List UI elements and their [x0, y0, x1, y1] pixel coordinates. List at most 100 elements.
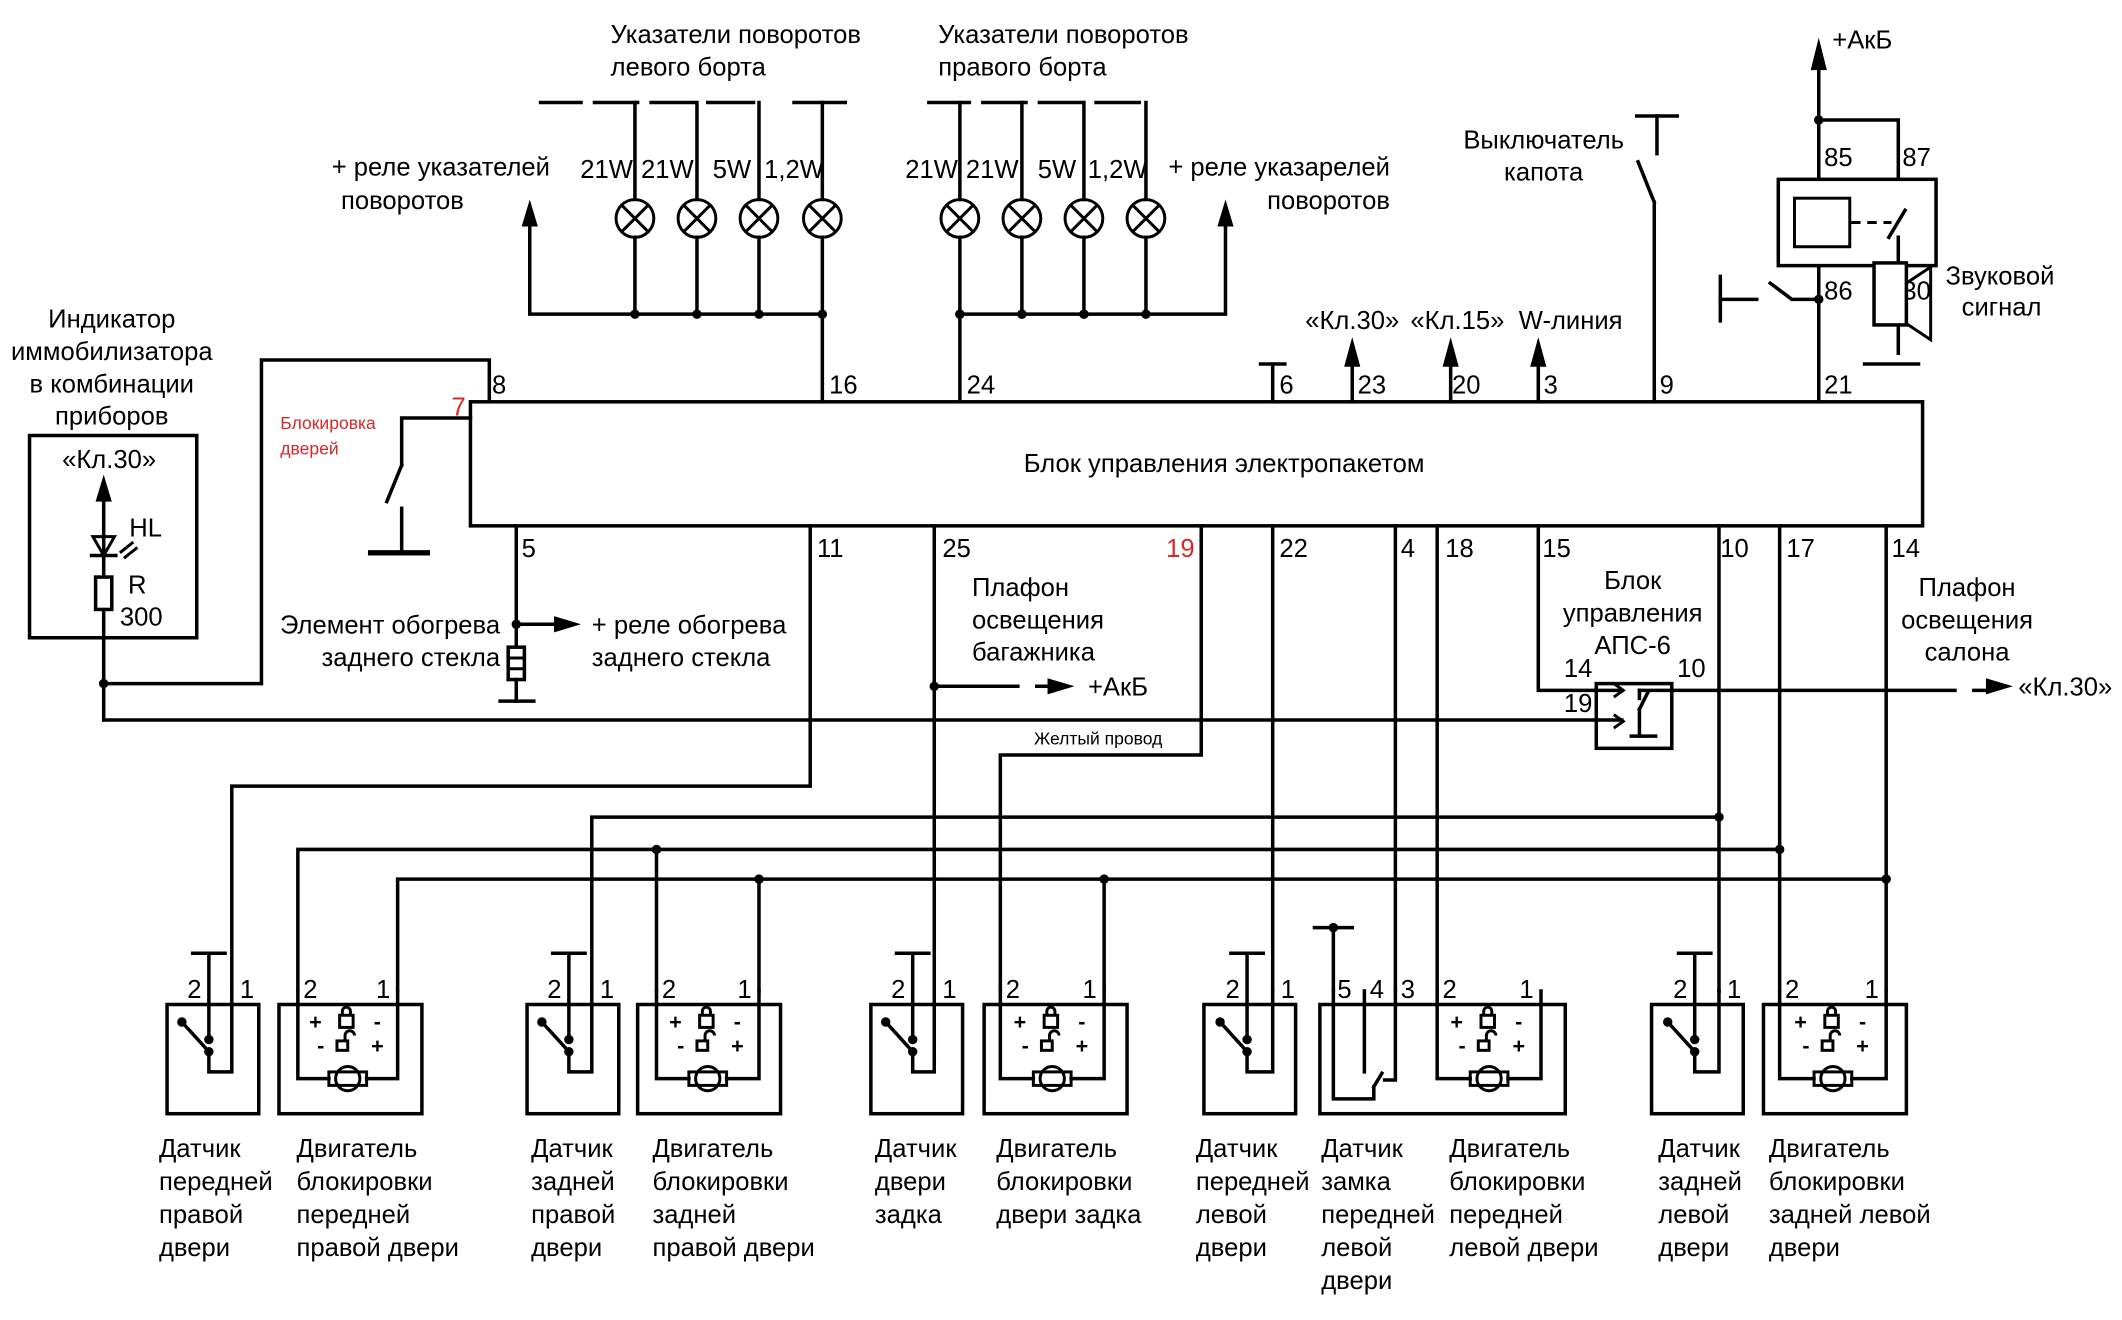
- device-label: блокировки: [297, 1168, 433, 1196]
- main-control-unit: [468, 400, 1925, 528]
- aps6-label: Блок: [1604, 567, 1662, 595]
- device-label: двери задка: [996, 1201, 1142, 1229]
- device-label: левой двери: [1449, 1234, 1598, 1262]
- device-label: блокировки: [1449, 1168, 1585, 1196]
- motor-icon: [334, 1065, 362, 1093]
- pin-24: 24: [967, 372, 996, 400]
- polarity-sign: -: [1515, 1009, 1522, 1034]
- right-relay-label-2: поворотов: [1267, 187, 1390, 215]
- immo-label-4: приборов: [55, 403, 168, 431]
- pin-11: 11: [817, 535, 844, 563]
- arrow-up-icon: [521, 199, 538, 227]
- device-label: Датчик: [531, 1135, 613, 1163]
- aps6-pin-10: 10: [1677, 655, 1705, 683]
- device-label: замка: [1321, 1168, 1391, 1196]
- horn-icon: [1872, 261, 1909, 327]
- resistor-icon: [93, 575, 114, 612]
- kl15-label: «Кл.15»: [1410, 307, 1504, 335]
- device-pin: 2: [662, 976, 676, 1004]
- trunk-lamp: Плафон освещения багажника +АкБ Желтый п…: [929, 574, 1162, 748]
- arrow-up-icon: [95, 474, 112, 502]
- device-pin: 4: [1370, 976, 1384, 1004]
- device-label: двери: [1769, 1234, 1840, 1262]
- device-label: правой двери: [297, 1234, 459, 1262]
- left-turn-title-2: левого борта: [611, 54, 767, 82]
- device-pin: 1: [1727, 976, 1741, 1004]
- device-label: блокировки: [1769, 1168, 1905, 1196]
- device-label: передней: [1196, 1168, 1310, 1196]
- device-pin: 1: [240, 976, 254, 1004]
- lamp-icon: [1063, 198, 1105, 239]
- device-pin: 1: [1865, 976, 1879, 1004]
- arrow-right-icon: [1985, 678, 2013, 695]
- arrow-right-icon: [1047, 678, 1075, 695]
- device-label: двери: [1321, 1267, 1392, 1295]
- device-pin: 1: [942, 976, 956, 1004]
- w-line-label: W-линия: [1519, 307, 1623, 335]
- lock-closed-icon: [338, 1013, 355, 1029]
- lamp-icon: [801, 198, 843, 239]
- hood-switch: Выключатель капота: [1463, 114, 1679, 404]
- lamp-icon: [614, 198, 656, 239]
- device-label: блокировки: [652, 1168, 788, 1196]
- lock-open-icon: [335, 1039, 350, 1052]
- immo-label-3: в комбинации: [30, 370, 194, 398]
- cabin-lamp-label: Плафон: [1919, 574, 2016, 602]
- lock-open-icon: [1820, 1039, 1835, 1052]
- pin-7: 7: [452, 393, 466, 421]
- device-pin: 1: [1519, 976, 1533, 1004]
- led-icon: [90, 535, 118, 559]
- lamp-wattage: 21W: [641, 156, 694, 184]
- device-pin: 2: [1225, 976, 1239, 1004]
- horn-relay: +АкБ 85 87 86 30 Звуковой сигнал: [1718, 27, 2054, 404]
- device-label: левой: [1658, 1201, 1729, 1229]
- lamp-icon: [1001, 198, 1043, 239]
- horn-label-2: сигнал: [1962, 294, 2042, 322]
- motor-icon: [694, 1065, 722, 1093]
- polarity-sign: +: [371, 1033, 384, 1058]
- door-lock-switch: Блокировка дверей: [280, 413, 473, 556]
- motor-icon: [1819, 1065, 1847, 1093]
- pin-16: 16: [829, 372, 858, 400]
- device-pin: 2: [1006, 976, 1020, 1004]
- device-pin: 2: [547, 976, 561, 1004]
- polarity-sign: +: [669, 1009, 682, 1034]
- lamp-wattage: 5W: [1038, 156, 1077, 184]
- right-turn-title: Указатели поворотов: [938, 21, 1188, 49]
- device-pin: 2: [187, 976, 201, 1004]
- hl-label: HL: [129, 515, 162, 543]
- device-label: двери: [875, 1168, 946, 1196]
- device-label: задней: [531, 1168, 615, 1196]
- pin-9: 9: [1660, 372, 1674, 400]
- lock-open-icon: [695, 1039, 710, 1052]
- door-lock-label: Блокировка: [280, 413, 376, 433]
- device-label: Двигатель: [652, 1135, 773, 1163]
- device-label: левой: [1196, 1201, 1267, 1229]
- pin-20: 20: [1452, 372, 1481, 400]
- device-label: двери: [1196, 1234, 1267, 1262]
- cabin-lamp-label-3: салона: [1925, 639, 2011, 667]
- akb-label: +АкБ: [1832, 27, 1892, 55]
- device-pin: 2: [303, 976, 317, 1004]
- device-pin: 2: [891, 976, 905, 1004]
- polarity-sign: +: [731, 1033, 744, 1058]
- device-label: двери: [1658, 1234, 1729, 1262]
- device-label: правой двери: [652, 1234, 814, 1262]
- device-label: двери: [531, 1234, 602, 1262]
- trunk-lamp-label-3: багажника: [972, 639, 1096, 667]
- device-pin: 1: [1281, 976, 1295, 1004]
- lamp-icon: [738, 198, 780, 239]
- lock-open-icon: [1039, 1039, 1054, 1052]
- device-label: блокировки: [996, 1168, 1132, 1196]
- pin-23: 23: [1358, 372, 1386, 400]
- polarity-sign: +: [1014, 1009, 1027, 1034]
